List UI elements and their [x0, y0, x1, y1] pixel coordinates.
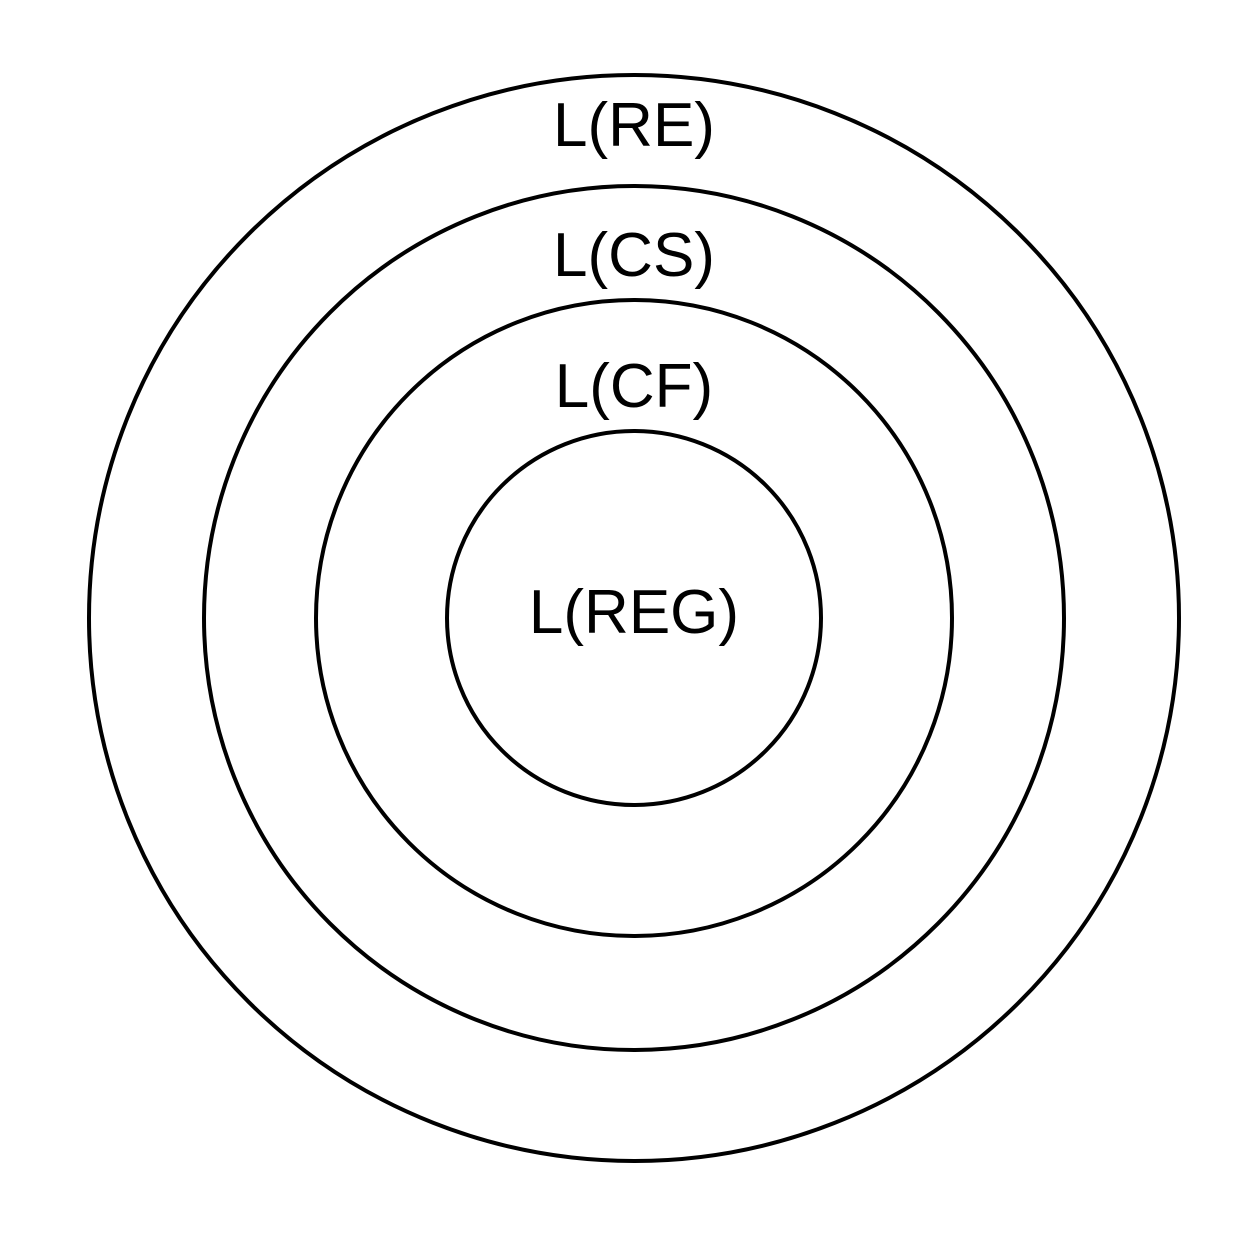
ring-label-cs: L(CS)	[553, 221, 715, 290]
ring-reg	[445, 429, 823, 807]
ring-cs	[202, 184, 1066, 1052]
ring-cf	[314, 298, 954, 938]
ring-re	[87, 73, 1181, 1163]
ring-label-re: L(RE)	[553, 91, 715, 160]
ring-label-reg: L(REG)	[529, 578, 739, 647]
ring-label-cf: L(CF)	[555, 352, 713, 421]
